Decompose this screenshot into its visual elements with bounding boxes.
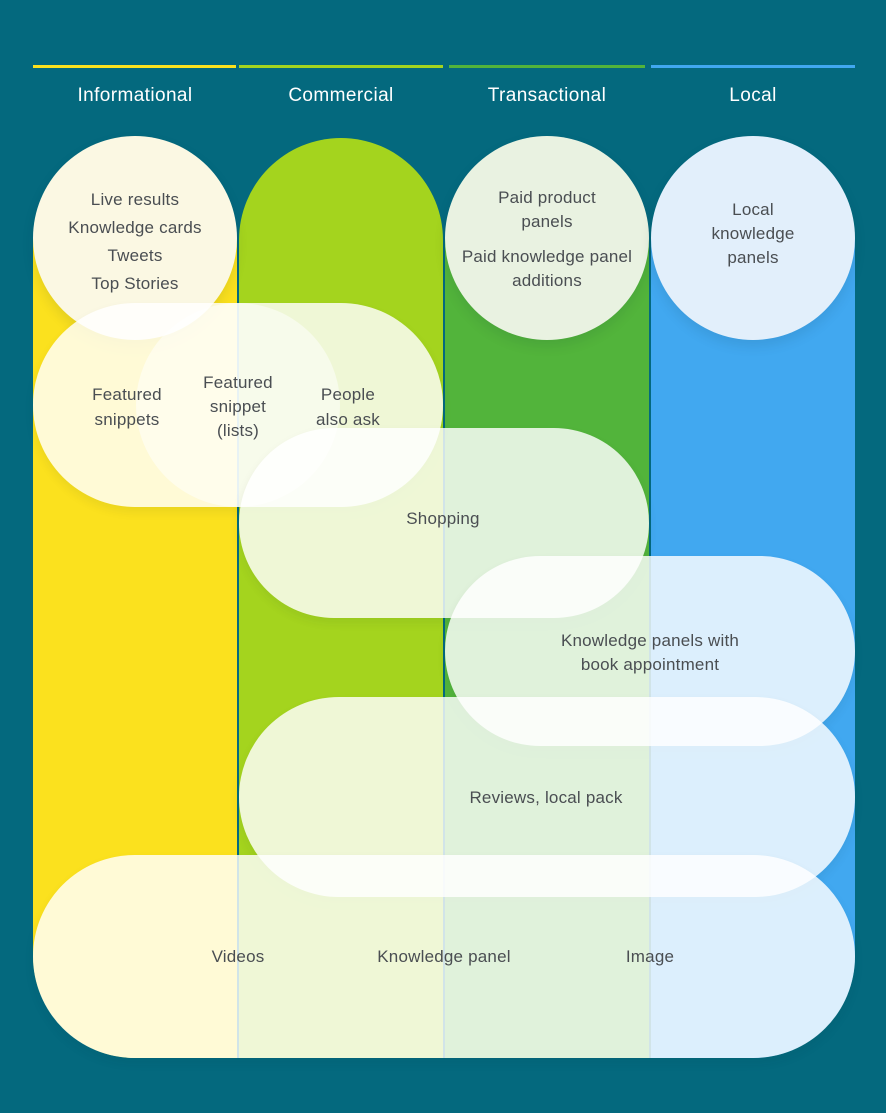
transactional-underline <box>449 65 645 68</box>
transactional-top-bubble-label: Paid product panels Paid knowledge panel… <box>445 186 649 293</box>
column-header-commercial: Commercial <box>288 85 394 106</box>
column-header-transactional: Transactional <box>487 85 607 106</box>
shopping-label: Shopping <box>406 509 480 528</box>
informational-underline <box>33 65 236 68</box>
column-header-informational: Informational <box>77 85 193 106</box>
knowledge-panel-label: Knowledge panel <box>377 947 511 966</box>
local-top-bubble <box>651 136 855 340</box>
text-line: Local knowledge panels <box>711 200 795 267</box>
videos-knowledge-panel-image-bubble <box>33 855 855 1058</box>
image-label: Image <box>625 947 675 966</box>
text-line: Live results <box>90 190 180 209</box>
knowledge-panels-book-appointment-label: Knowledge panels with book appointment <box>445 629 855 677</box>
column-header-local: Local <box>729 85 777 106</box>
people-also-ask-label: People also ask <box>316 385 380 429</box>
text-line: Knowledge cards <box>68 218 202 237</box>
local-top-bubble-label: Local knowledge panels <box>651 198 855 270</box>
featured-snippet-lists-label: Featured snippet (lists) <box>203 373 273 440</box>
videos-label: Videos <box>211 947 265 966</box>
text-line: Top Stories <box>91 274 179 293</box>
informational-top-bubble-label: Live results Knowledge cards Tweets Top … <box>33 186 237 298</box>
text-line: Paid product panels <box>498 188 596 231</box>
commercial-underline <box>239 65 443 68</box>
featured-snippets-label: Featured snippets <box>92 385 162 429</box>
reviews-local-pack-label: Reviews, local pack <box>469 788 623 807</box>
local-underline <box>651 65 855 68</box>
transactional-top-bubble <box>445 136 649 340</box>
text-line: Tweets <box>107 246 163 265</box>
text-line: Paid knowledge panel additions <box>461 247 633 290</box>
text-line: Knowledge panels with book appointment <box>560 631 740 674</box>
